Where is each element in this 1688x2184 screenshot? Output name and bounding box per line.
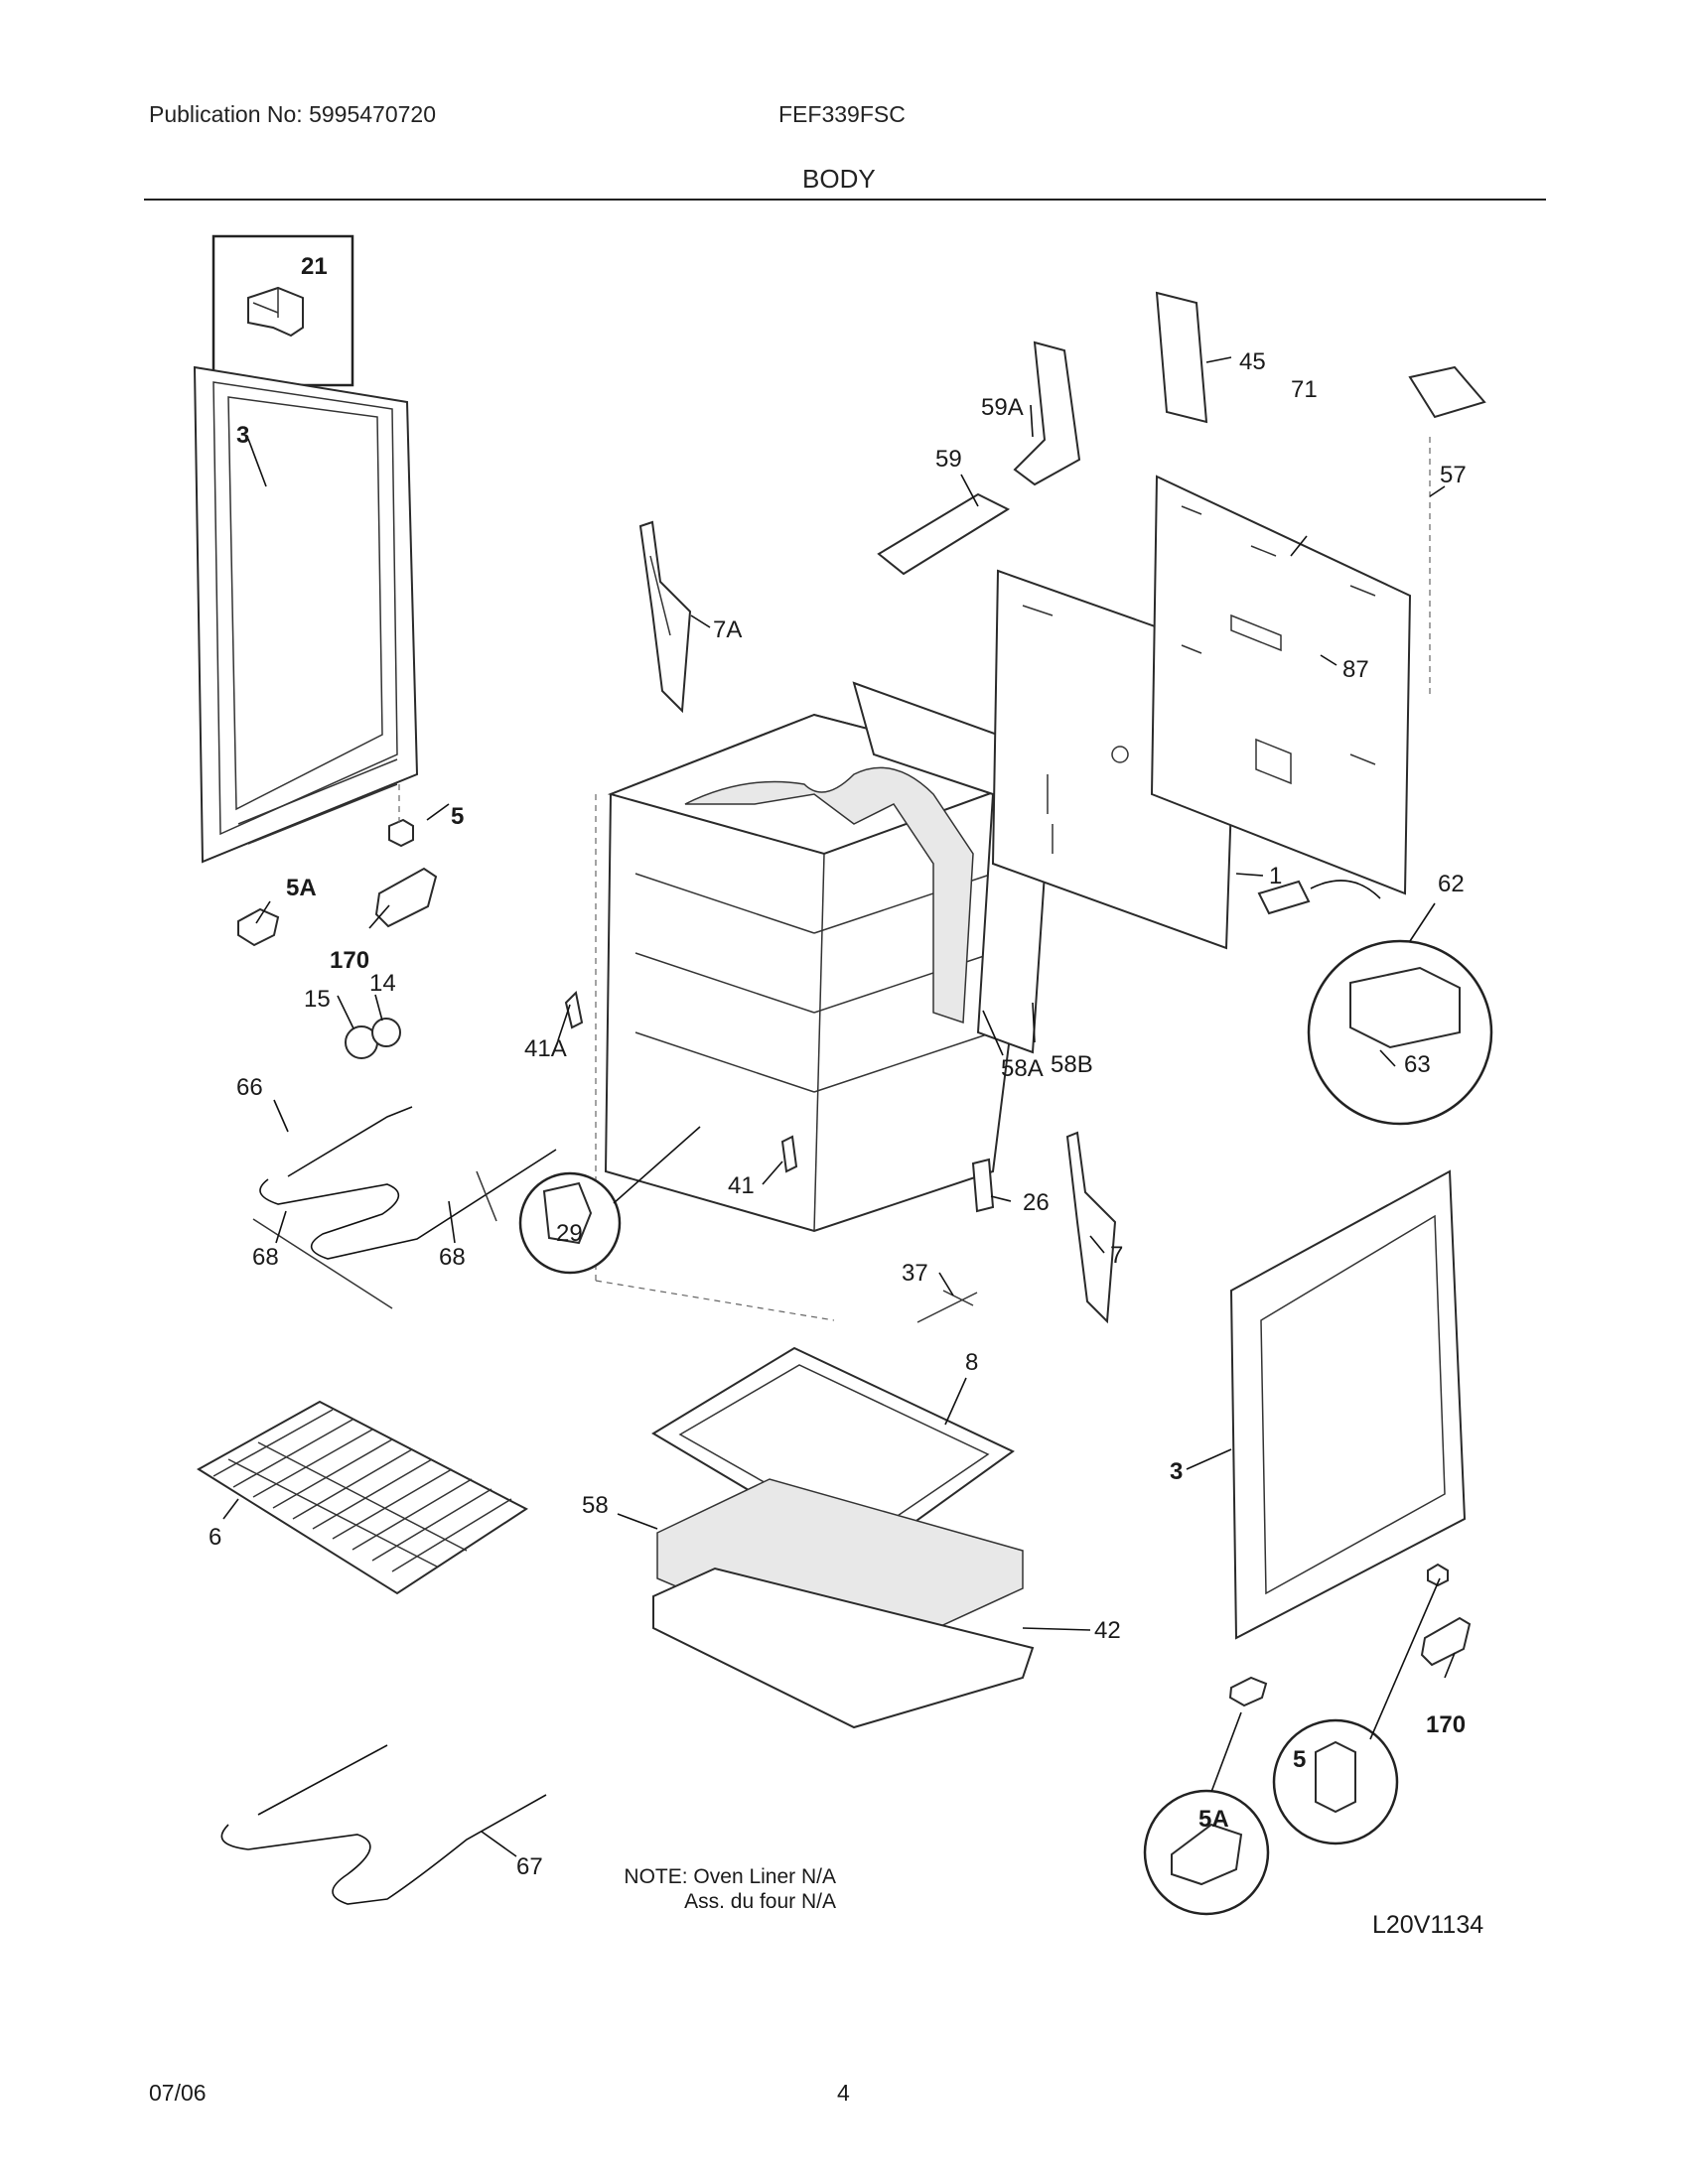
note-line-1: NOTE: Oven Liner N/A [624, 1865, 836, 1888]
callout-14: 14 [369, 970, 396, 997]
callout-59: 59 [935, 446, 962, 473]
section-title: BODY [802, 164, 876, 194]
bracket-26 [971, 1158, 995, 1213]
anti-tip-bracket-right [1420, 1616, 1472, 1667]
callout-67: 67 [516, 1853, 543, 1880]
callout-26: 26 [1023, 1189, 1050, 1216]
lamp-parts [345, 1018, 402, 1059]
bracket-41A [564, 990, 584, 1029]
callout-42: 42 [1094, 1617, 1121, 1644]
note-line-2: Ass. du four N/A [684, 1890, 836, 1913]
callout-21: 21 [301, 253, 328, 280]
callout-37: 37 [902, 1260, 928, 1287]
bottom-panel-42 [652, 1567, 1035, 1729]
callout-58B: 58B [1051, 1051, 1093, 1078]
callout-5A-right: 5A [1198, 1806, 1229, 1833]
callout-7: 7 [1110, 1242, 1123, 1269]
callout-5-right: 5 [1293, 1746, 1306, 1773]
part-45 [1155, 291, 1208, 424]
page-number: 4 [837, 2080, 850, 2106]
side-panel-left [193, 365, 419, 864]
callout-58: 58 [582, 1492, 609, 1519]
oven-cavity-body [595, 713, 1047, 1321]
rod-68 [252, 1170, 497, 1309]
note-text: NOTE: Oven Liner N/A Ass. du four N/A [598, 1864, 836, 1914]
model-number: FEF339FSC [778, 101, 906, 127]
callout-57: 57 [1440, 462, 1467, 488]
anti-tip-bracket-left [374, 867, 438, 928]
callout-15: 15 [304, 986, 331, 1013]
terminal-block-detail [1257, 880, 1493, 1126]
callout-3-left: 3 [236, 422, 249, 449]
callout-8: 8 [965, 1349, 978, 1376]
footer-date: 07/06 [149, 2080, 207, 2106]
callout-5A-left: 5A [286, 875, 317, 901]
broil-element-67 [220, 1744, 547, 1905]
bracket-41 [780, 1135, 798, 1173]
detail-5-right [1272, 1577, 1441, 1845]
callout-66: 66 [236, 1074, 263, 1101]
leveling-bracket-right [1228, 1676, 1268, 1707]
callout-3-right: 3 [1170, 1458, 1183, 1485]
callout-58A: 58A [1001, 1055, 1044, 1082]
detail-5A-right [1143, 1711, 1270, 1916]
oven-rack-6 [197, 1400, 528, 1595]
callout-1: 1 [1269, 863, 1282, 889]
bake-element-66 [259, 1106, 557, 1260]
callout-41: 41 [728, 1172, 755, 1199]
header-rule [144, 199, 1546, 201]
rear-cover-71 [1150, 475, 1412, 895]
leveling-leg-left [388, 784, 414, 848]
callout-71: 71 [1291, 376, 1318, 403]
hinge-receiver-7A [638, 520, 692, 714]
callout-45: 45 [1239, 348, 1266, 375]
callout-62: 62 [1438, 871, 1465, 897]
callout-29: 29 [556, 1220, 583, 1247]
connector-29-detail [518, 1126, 701, 1275]
insulation-58 [656, 1478, 1024, 1665]
callout-59A: 59A [981, 394, 1024, 421]
callout-5-left: 5 [451, 803, 464, 830]
callout-6: 6 [209, 1524, 221, 1551]
callout-63: 63 [1404, 1051, 1431, 1078]
label-57 [1408, 365, 1486, 695]
side-panel-right [1229, 1169, 1467, 1640]
drawing-code: L20V1134 [1372, 1911, 1484, 1939]
part-59A [1013, 341, 1081, 486]
leveling-leg-right [1427, 1563, 1449, 1587]
callout-87: 87 [1342, 656, 1369, 683]
leveling-bracket-left [237, 907, 280, 947]
publication-number: Publication No: 5995470720 [149, 101, 437, 127]
callout-7A: 7A [713, 616, 742, 643]
callout-170-left: 170 [330, 947, 369, 974]
callout-170-right: 170 [1426, 1711, 1466, 1738]
callout-68-right: 68 [439, 1244, 466, 1271]
part-21-inset [211, 234, 354, 387]
part-59 [877, 492, 1011, 576]
callout-41A: 41A [524, 1035, 567, 1062]
leader-lines [222, 356, 1456, 1857]
callout-68-left: 68 [252, 1244, 279, 1271]
hinge-receiver-7 [1065, 1131, 1117, 1324]
sensor-37 [916, 1290, 978, 1323]
